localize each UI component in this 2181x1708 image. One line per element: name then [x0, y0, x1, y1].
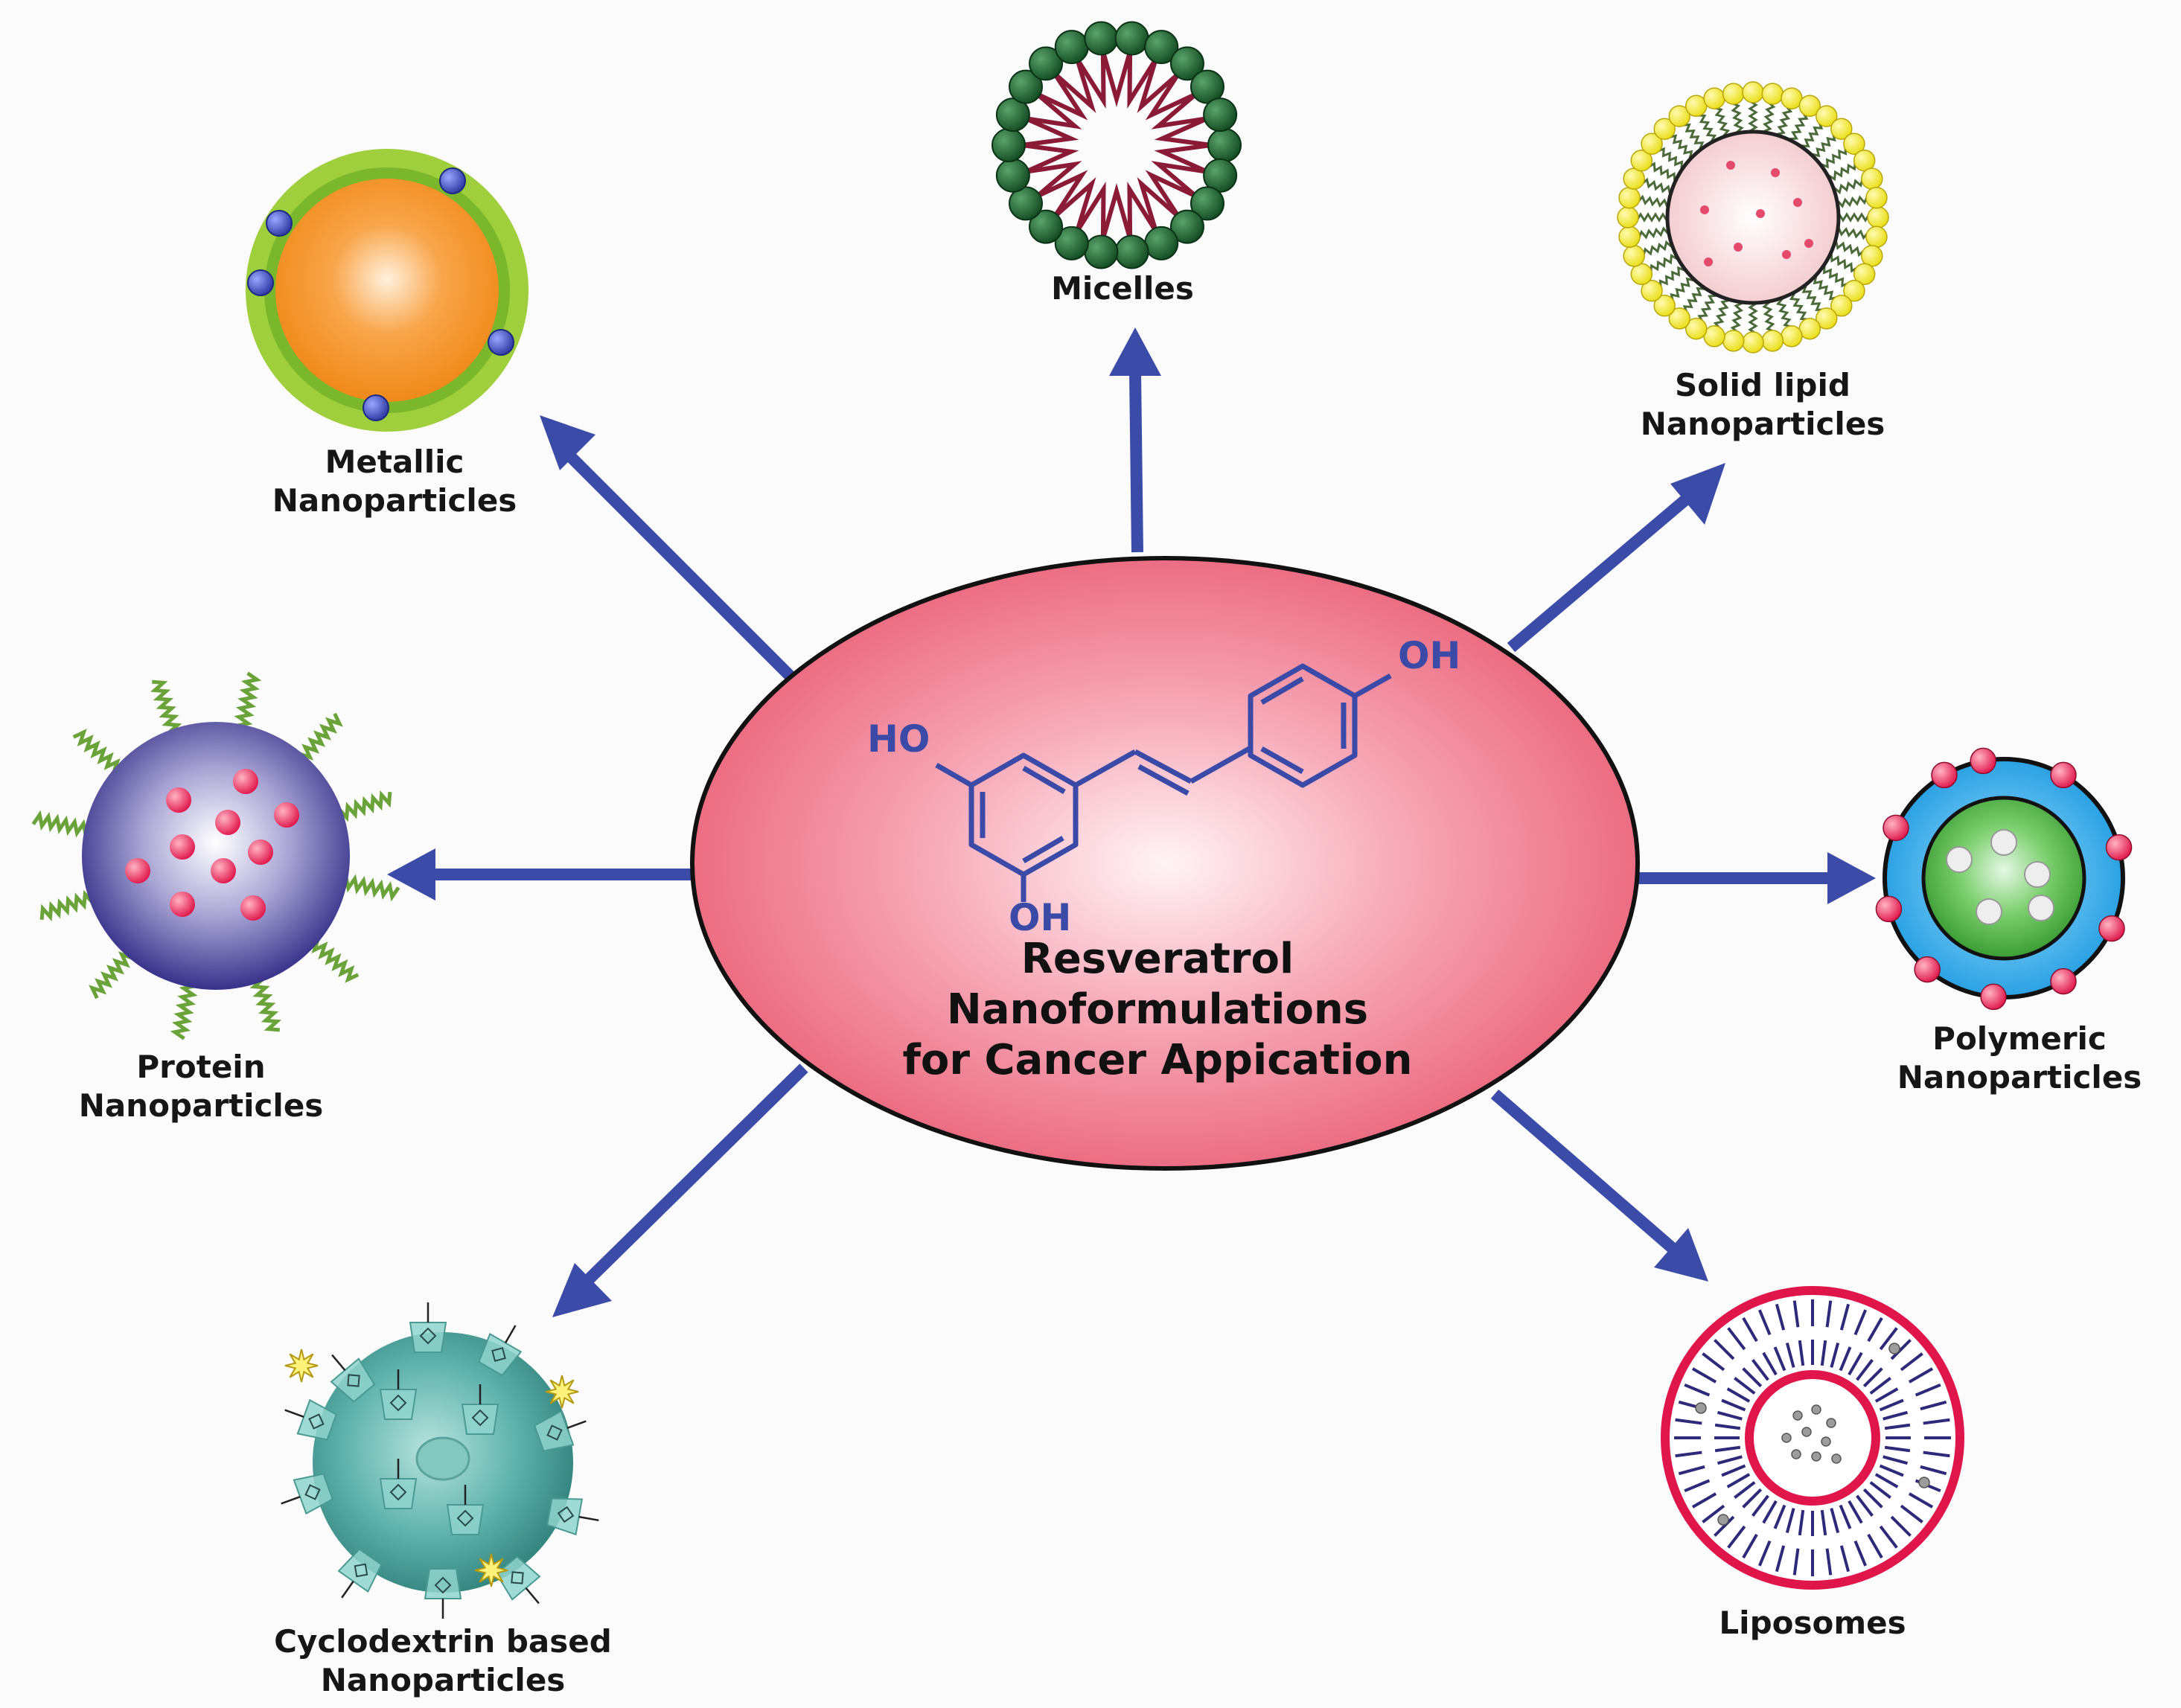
label-solid-lipid-line-2: Nanoparticles	[1640, 406, 1885, 442]
label-solid-lipid: Solid lipid Nanoparticles	[1641, 366, 1885, 444]
label-micelles: Micelles	[1051, 269, 1194, 308]
label-polymeric-line-2: Nanoparticles	[1897, 1059, 2142, 1096]
label-polymeric: Polymeric Nanoparticles	[1897, 1020, 2142, 1097]
label-liposomes: Liposomes	[1719, 1604, 1906, 1643]
center-title: Resveratrol Nanoformulations for Cancer …	[903, 934, 1413, 1086]
center-title-line-3: for Cancer Appication	[902, 1036, 1413, 1084]
label-cyclodextrin-line-1: Cyclodextrin based	[274, 1623, 612, 1660]
label-cyclodextrin-line-2: Nanoparticles	[320, 1662, 566, 1698]
arrow-to-protein	[387, 848, 696, 901]
arrow-to-metallic	[540, 415, 796, 682]
molecule-label-ho: HO	[867, 717, 930, 761]
label-micelles-line-1: Micelles	[1051, 270, 1194, 307]
label-metallic: Metallic Nanoparticles	[272, 443, 517, 520]
label-cyclodextrin: Cyclodextrin based Nanoparticles	[274, 1622, 612, 1700]
label-metallic-line-1: Metallic	[325, 444, 464, 480]
resveratrol-molecule	[935, 663, 1392, 902]
metallic-illustration	[246, 149, 529, 432]
label-protein: Protein Nanoparticles	[79, 1048, 324, 1125]
arrows-group	[387, 327, 1876, 1317]
label-liposomes-line-1: Liposomes	[1719, 1605, 1906, 1641]
arrow-to-liposomes	[1490, 1089, 1708, 1282]
molecule-label-oh-bottom: OH	[1009, 896, 1071, 939]
label-polymeric-line-1: Polymeric	[1932, 1020, 2107, 1057]
center-title-line-2: Nanoformulations	[946, 985, 1369, 1034]
arrow-to-micelles	[1109, 327, 1161, 553]
center-title-line-1: Resveratrol	[1021, 935, 1294, 983]
cyclodextrin-illustration	[281, 1302, 599, 1619]
polymeric-illustration	[1875, 747, 2133, 1011]
arrow-to-cyclodextrin	[552, 1063, 808, 1317]
label-solid-lipid-line-1: Solid lipid	[1675, 367, 1851, 403]
solid-lipid-illustration	[1617, 81, 1889, 354]
label-metallic-line-2: Nanoparticles	[272, 482, 517, 519]
liposome-illustration	[1661, 1286, 1964, 1590]
molecule-label-oh-top: OH	[1398, 634, 1460, 677]
label-protein-line-1: Protein	[136, 1049, 266, 1085]
micelle-illustration	[991, 21, 1242, 269]
arrow-to-solid-lipid	[1507, 463, 1725, 653]
label-protein-line-2: Nanoparticles	[78, 1087, 324, 1124]
arrow-to-polymeric	[1636, 852, 1876, 904]
center-ellipse	[690, 556, 1640, 1171]
protein-illustration	[31, 671, 400, 1040]
